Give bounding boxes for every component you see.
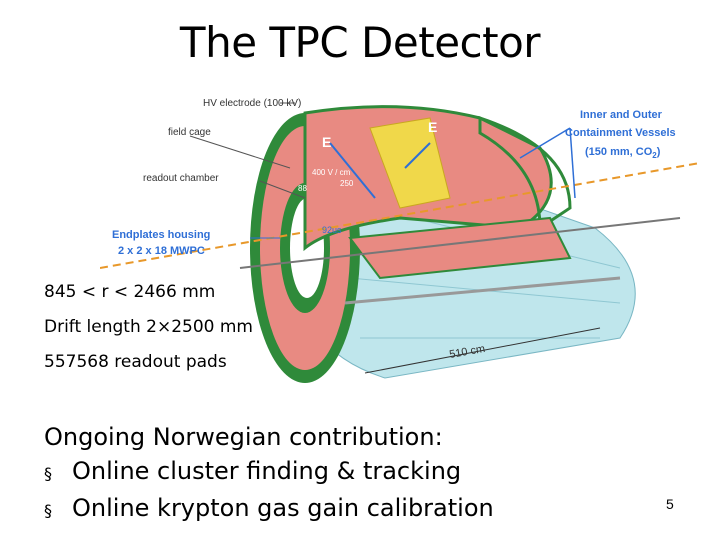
readout-chamber-label: readout chamber xyxy=(143,173,219,184)
contribution-item-text: Online krypton gas gain calibration xyxy=(72,491,494,525)
contribution-block: Ongoing Norwegian contribution: § Online… xyxy=(44,420,494,528)
hv-electrode-label: HV electrode (100 kV) xyxy=(203,98,301,109)
bullet-icon: § xyxy=(44,457,72,491)
readout-pads-spec: 557568 readout pads xyxy=(44,352,227,372)
dim-88-label: 88 xyxy=(298,184,307,193)
field-e-left: E xyxy=(322,134,331,150)
contribution-heading: Ongoing Norwegian contribution: xyxy=(44,420,494,454)
drift-time-label: 92us xyxy=(322,225,342,235)
contribution-item-text: Online cluster finding & tracking xyxy=(72,454,461,488)
tpc-detector-diagram: HV electrode (100 kV) field cage readout… xyxy=(100,88,700,388)
page-number: 5 xyxy=(666,496,674,512)
dim-250-label: 250 xyxy=(340,179,354,188)
contribution-item: § Online krypton gas gain calibration xyxy=(44,491,494,528)
field-strength-label: 400 V / cm xyxy=(312,168,351,177)
tpc-diagram-svg: HV electrode (100 kV) field cage readout… xyxy=(100,88,700,388)
bullet-icon: § xyxy=(44,494,72,528)
field-e-right: E xyxy=(428,119,437,135)
slide-title: The TPC Detector xyxy=(0,18,720,67)
containment-label-1: Inner and Outer xyxy=(580,109,663,121)
radius-spec: 845 < r < 2466 mm xyxy=(44,282,215,302)
contribution-item: § Online cluster finding & tracking xyxy=(44,454,494,491)
endplates-label-1: Endplates housing xyxy=(112,229,210,241)
containment-label-2: Containment Vessels xyxy=(565,127,676,139)
drift-length-spec: Drift length 2×2500 mm xyxy=(44,317,253,337)
endplates-label-2: 2 x 2 x 18 MWPC xyxy=(118,245,205,257)
field-cage-label: field cage xyxy=(168,127,211,138)
containment-label-3: (150 mm, CO2) xyxy=(585,146,661,160)
